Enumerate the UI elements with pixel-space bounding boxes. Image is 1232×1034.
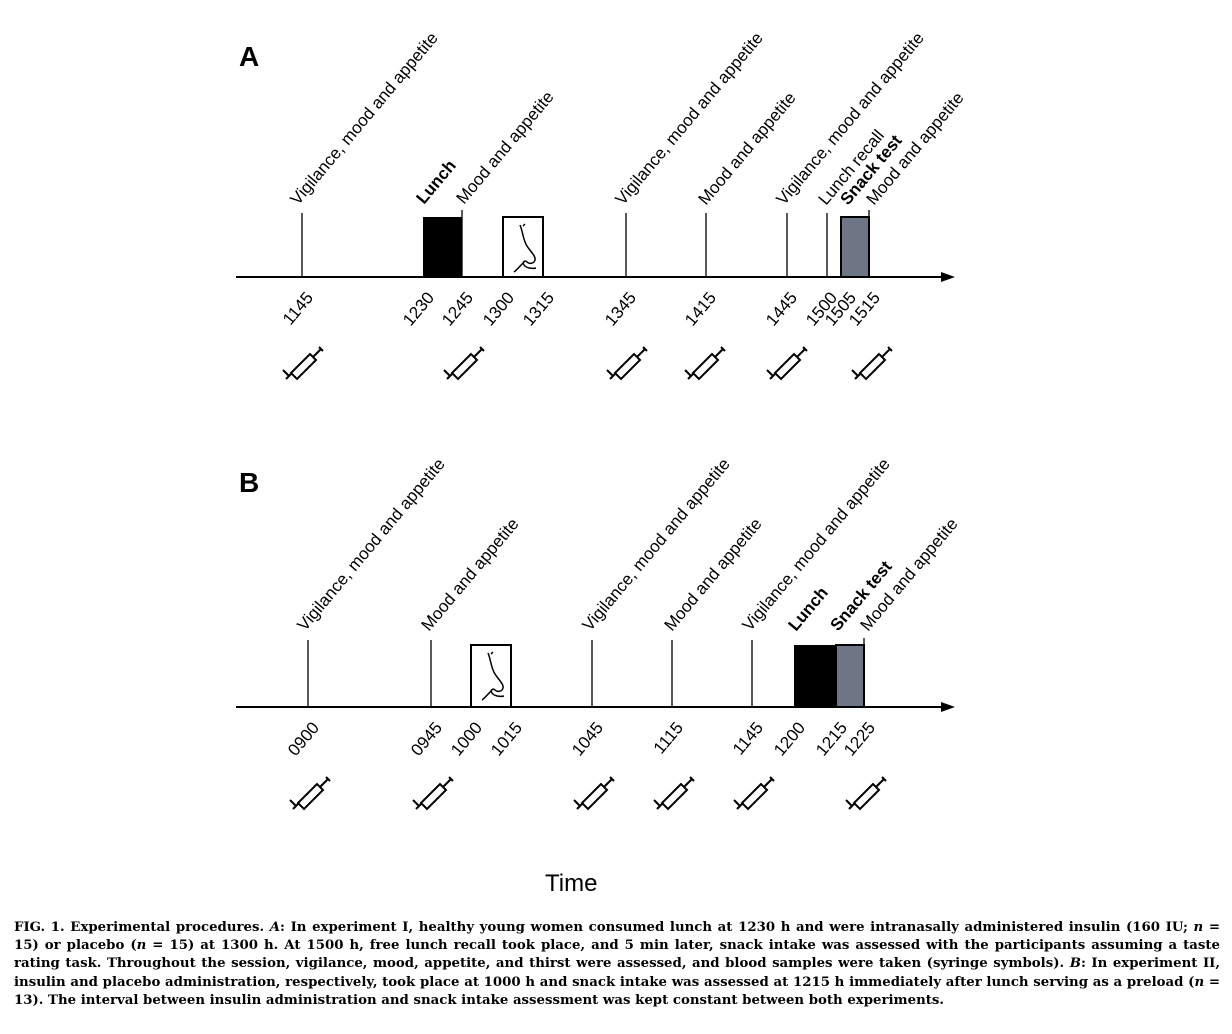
syringe-icon [282,346,324,380]
figure-caption: FIG. 1. Experimental procedures. A: In e… [14,919,1220,1010]
caption-text: = 15) at 1300 h. At 1500 h, free lunch r… [14,938,1220,972]
timeline-diagram: A Vigilance, mood and appetite Lunch Moo… [236,29,968,897]
caption-text: = 15) or placebo ( [14,920,1220,954]
lunch-block [794,645,836,707]
time-tick: 0900 [284,718,323,759]
time-tick: 1115 [650,718,687,757]
time-tick: 1300 [479,288,518,329]
caption-text: = 13). The interval between insulin admi… [14,974,1220,1008]
nose-box [502,216,544,278]
time-tick: 1345 [601,288,640,329]
syringe-icon [443,346,485,380]
time-tick: 0945 [407,718,446,759]
event-label: Vigilance, mood and appetite [287,29,442,209]
syringe-icon [845,776,887,810]
syringe-icon [289,776,331,810]
snack-block [840,216,870,278]
time-tick: 1215 [812,718,851,759]
nose-box [470,644,512,708]
syringe-icon [766,346,808,380]
caption-n: n [1194,974,1205,990]
caption-text: : In experiment I, healthy young women c… [280,920,1194,935]
time-tick: 1015 [487,718,526,759]
lunch-block [423,217,462,277]
time-tick: 1145 [279,288,317,328]
caption-n: n [1193,920,1204,935]
event-label: Vigilance, mood and appetite [612,29,767,209]
panel-b-timeline: Vigilance, mood and appetite Mood and ap… [236,455,962,810]
caption-fig: FIG. 1. [14,920,65,935]
time-tick: 1200 [770,718,809,759]
axis-label: Time [545,870,597,897]
syringe-icon [733,776,775,810]
event-label: Vigilance, mood and appetite [294,455,449,635]
caption-text: : In experiment II, insulin and placebo … [14,956,1221,990]
time-tick: 1230 [399,288,438,329]
time-tick: 1045 [568,718,607,759]
event-label: Mood and appetite [453,87,558,207]
time-tick: 1000 [447,718,486,759]
panel-b-letter: B [239,467,259,498]
event-label: Lunch [413,156,460,207]
event-label: Mood and appetite [418,514,523,634]
syringe-icon [653,776,695,810]
panel-a-letter: A [239,41,259,72]
time-tick: 1415 [681,288,720,329]
caption-text: Experimental procedures. [64,920,270,935]
event-label: Lunch [785,583,832,634]
caption-n: n [136,938,147,954]
syringe-icon [684,346,726,380]
time-tick: 1145 [729,718,767,758]
time-tick: 1315 [519,288,558,329]
snack-block [835,644,865,708]
time-tick: 1445 [762,288,801,329]
syringe-icon [412,776,454,810]
event-label: Vigilance, mood and appetite [579,455,734,635]
time-tick: 1225 [840,718,879,759]
panel-a-timeline: Vigilance, mood and appetite Lunch Mood … [236,29,968,380]
syringe-icon [573,776,615,810]
caption-panel-a: A [269,920,281,935]
time-tick: 1245 [438,288,477,329]
syringe-icon [851,346,893,380]
syringe-icon [606,346,648,380]
caption-panel-b: B [1069,956,1081,972]
